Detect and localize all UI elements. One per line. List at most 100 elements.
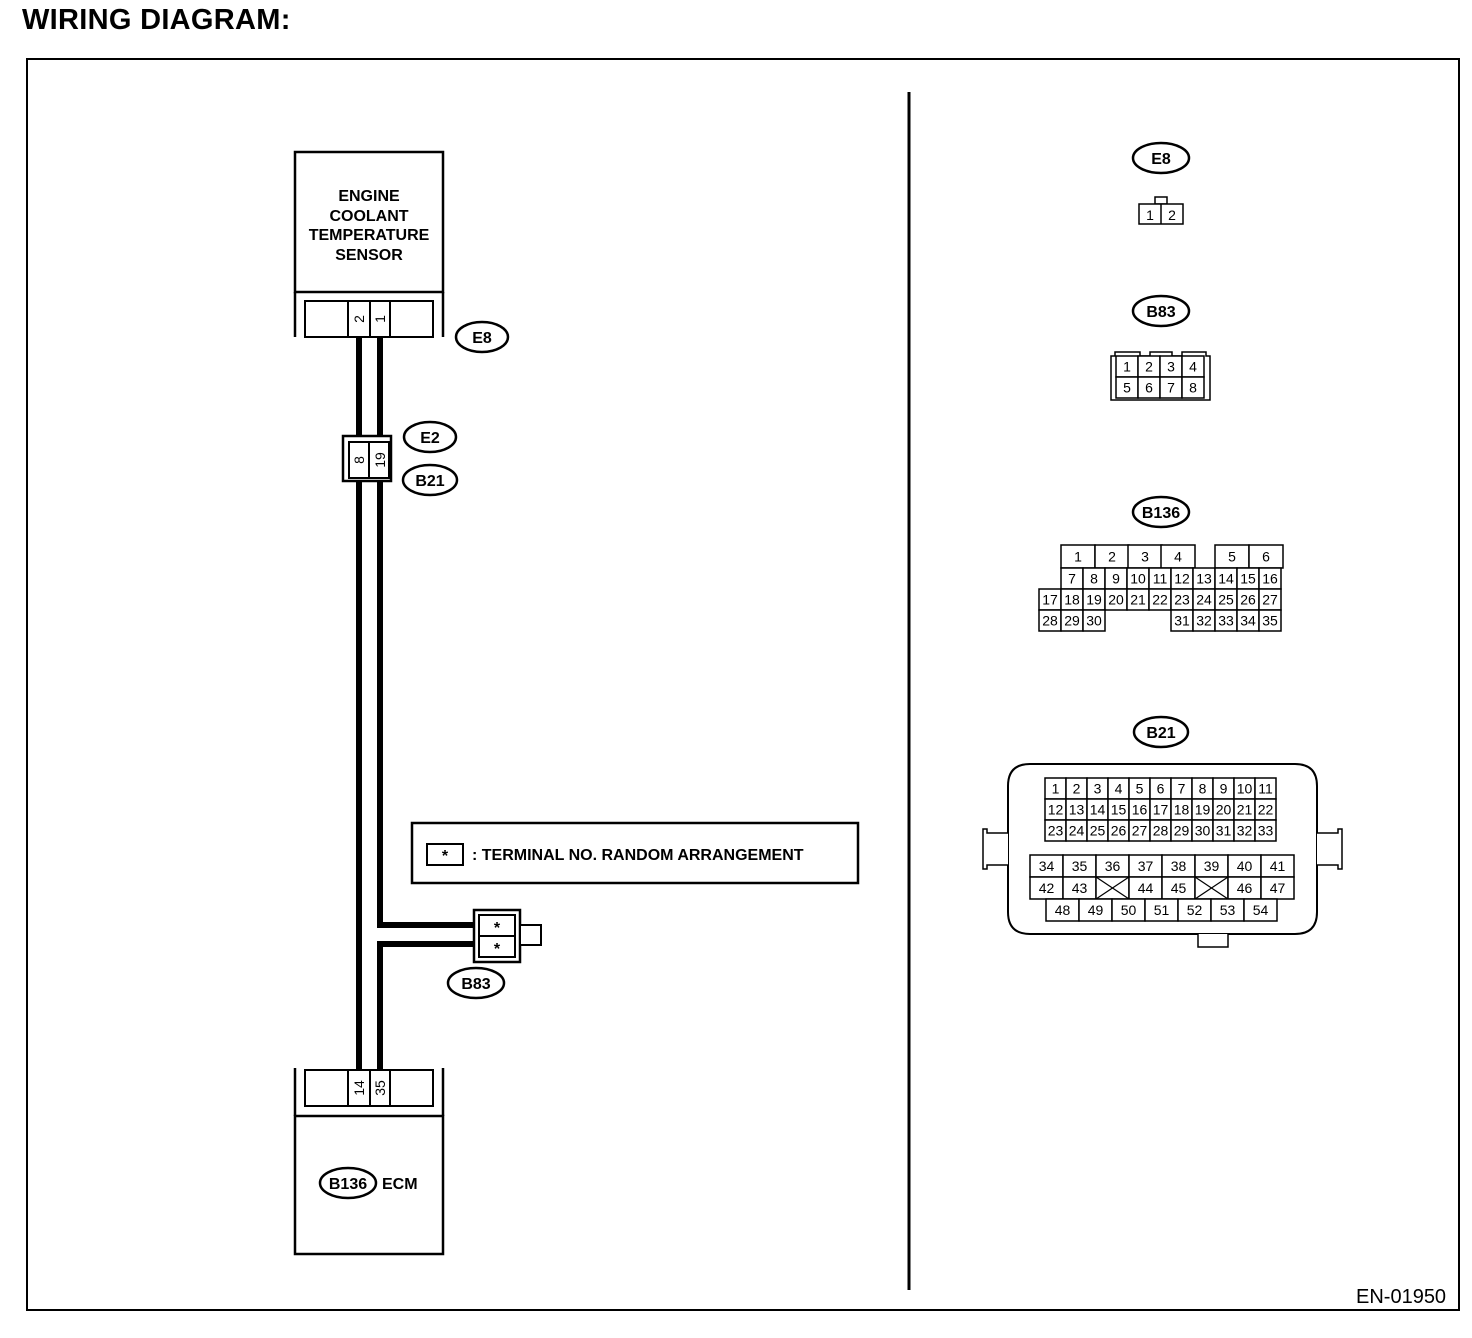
- b136-pin: 11: [1153, 571, 1168, 587]
- sensor-terminal-2: 2: [351, 315, 367, 323]
- b136-pin: 35: [1262, 613, 1278, 629]
- b21-pin: 48: [1055, 902, 1071, 918]
- b21-pin: 34: [1039, 858, 1055, 874]
- b21-pin: 36: [1105, 858, 1121, 874]
- diagram-frame: [26, 58, 1460, 1311]
- b21-pin: 31: [1216, 823, 1232, 839]
- b136-pin: 6: [1262, 549, 1270, 565]
- b21-pin: 40: [1237, 858, 1253, 874]
- b21-pin: 44: [1138, 880, 1154, 896]
- b21-pin: 7: [1178, 781, 1186, 797]
- b21-pin: 38: [1171, 858, 1187, 874]
- sensor-label-line-1: ENGINE: [338, 188, 400, 205]
- b21-pin: 12: [1048, 802, 1064, 818]
- b21-pin: 54: [1253, 902, 1269, 918]
- connector-tag-e8[interactable]: E8: [454, 320, 510, 354]
- b136-pin: 31: [1174, 613, 1190, 629]
- b21-pin: 6: [1157, 781, 1165, 797]
- b136-pin: 15: [1240, 571, 1256, 587]
- b136-pin: 28: [1042, 613, 1058, 629]
- b136-pin: 23: [1174, 592, 1190, 608]
- b21-pin: 23: [1048, 823, 1064, 839]
- pin-cell: [1082, 609, 1106, 632]
- blank-cavity-mark: [1194, 876, 1229, 900]
- b136-pin: 34: [1240, 613, 1256, 629]
- b83-connector[interactable]: * *: [472, 908, 542, 964]
- b136-pin: 9: [1112, 571, 1120, 587]
- b83-pin: 6: [1145, 380, 1153, 396]
- b21-pin: 52: [1187, 902, 1203, 918]
- b21-pin: 47: [1270, 880, 1286, 896]
- ecm[interactable]: 14 35 B136 ECM: [293, 1068, 445, 1256]
- connector-tag-e2[interactable]: E2: [402, 420, 458, 454]
- b136-pin: 25: [1218, 592, 1234, 608]
- wire-b83-lower: [377, 941, 478, 1070]
- view-b21-name: B21: [1146, 725, 1175, 742]
- b136-pin: 27: [1262, 592, 1278, 608]
- b136-pin: 16: [1262, 571, 1278, 587]
- e8-pin: 2: [1168, 207, 1176, 223]
- b21-pin: 37: [1138, 858, 1154, 874]
- b21-pin: 29: [1174, 823, 1190, 839]
- coolant-sensor[interactable]: ENGINE COOLANT TEMPERATURE SENSOR 2 1: [293, 150, 445, 338]
- b136-pin: 2: [1108, 549, 1116, 565]
- svg-text:E8: E8: [472, 330, 492, 347]
- ecm-terminal-14: 14: [351, 1080, 367, 1096]
- b21-pin: 39: [1204, 858, 1220, 874]
- b136-pin: 13: [1196, 571, 1212, 587]
- b21-pin: 3: [1094, 781, 1102, 797]
- b136-pin: 10: [1130, 571, 1146, 587]
- connector-view-e8[interactable]: E8 1 2: [1131, 141, 1191, 225]
- b21-pin: 32: [1237, 823, 1253, 839]
- b21-pin: 9: [1220, 781, 1228, 797]
- b21-pin: 5: [1136, 781, 1144, 797]
- blank-cavity-mark: [1095, 876, 1130, 900]
- b21-pin: 33: [1258, 823, 1274, 839]
- svg-text:E2: E2: [420, 430, 440, 447]
- b136-pin: 18: [1064, 592, 1080, 608]
- b21-pin: 8: [1199, 781, 1207, 797]
- legend: * : TERMINAL NO. RANDOM ARRANGEMENT: [410, 821, 860, 885]
- joint-terminal-19: 19: [372, 452, 388, 468]
- view-b136-name: B136: [1142, 505, 1180, 522]
- b21-pin: 35: [1072, 858, 1088, 874]
- pin-cell: [1181, 376, 1205, 399]
- b21-pin: 14: [1090, 802, 1106, 818]
- b21-pin: 22: [1258, 802, 1274, 818]
- b83-pin: 1: [1123, 359, 1131, 375]
- connector-tag-b136: [318, 1166, 378, 1200]
- b136-pin: 5: [1228, 549, 1236, 565]
- b136-pin: 1: [1074, 549, 1082, 565]
- b21-pin: 27: [1132, 823, 1148, 839]
- page-title: WIRING DIAGRAM:: [22, 4, 291, 36]
- b136-pin: 7: [1068, 571, 1076, 587]
- b21-pin: 21: [1237, 802, 1253, 818]
- sensor-label-line-3: TEMPERATURE: [309, 227, 430, 244]
- b136-pin: 33: [1218, 613, 1234, 629]
- view-b83-name: B83: [1146, 304, 1175, 321]
- ecm-label: ECM: [382, 1176, 418, 1193]
- sensor-label-line-4: SENSOR: [335, 247, 403, 264]
- b21-pin: 42: [1039, 880, 1055, 896]
- b21-pin: 10: [1237, 781, 1253, 797]
- b136-pin: 3: [1141, 549, 1149, 565]
- b136-pin: 17: [1042, 592, 1058, 608]
- b21-pin: 16: [1132, 802, 1148, 818]
- b21-pin: 30: [1195, 823, 1211, 839]
- pin-cell: [1258, 609, 1282, 632]
- b21-pin: 49: [1088, 902, 1104, 918]
- b83-pin: 7: [1167, 380, 1175, 396]
- legend-text: : TERMINAL NO. RANDOM ARRANGEMENT: [472, 847, 804, 864]
- b21-pin: 20: [1216, 802, 1232, 818]
- connector-tag-b21[interactable]: B21: [401, 463, 459, 497]
- connector-tag-b83[interactable]: B83: [446, 966, 506, 1000]
- legend-symbol: *: [442, 848, 449, 865]
- joint-connector-e2-b21[interactable]: 8 19: [341, 434, 393, 483]
- svg-text:B21: B21: [415, 473, 444, 490]
- b21-pin: 11: [1258, 781, 1273, 797]
- b136-pin: 29: [1064, 613, 1080, 629]
